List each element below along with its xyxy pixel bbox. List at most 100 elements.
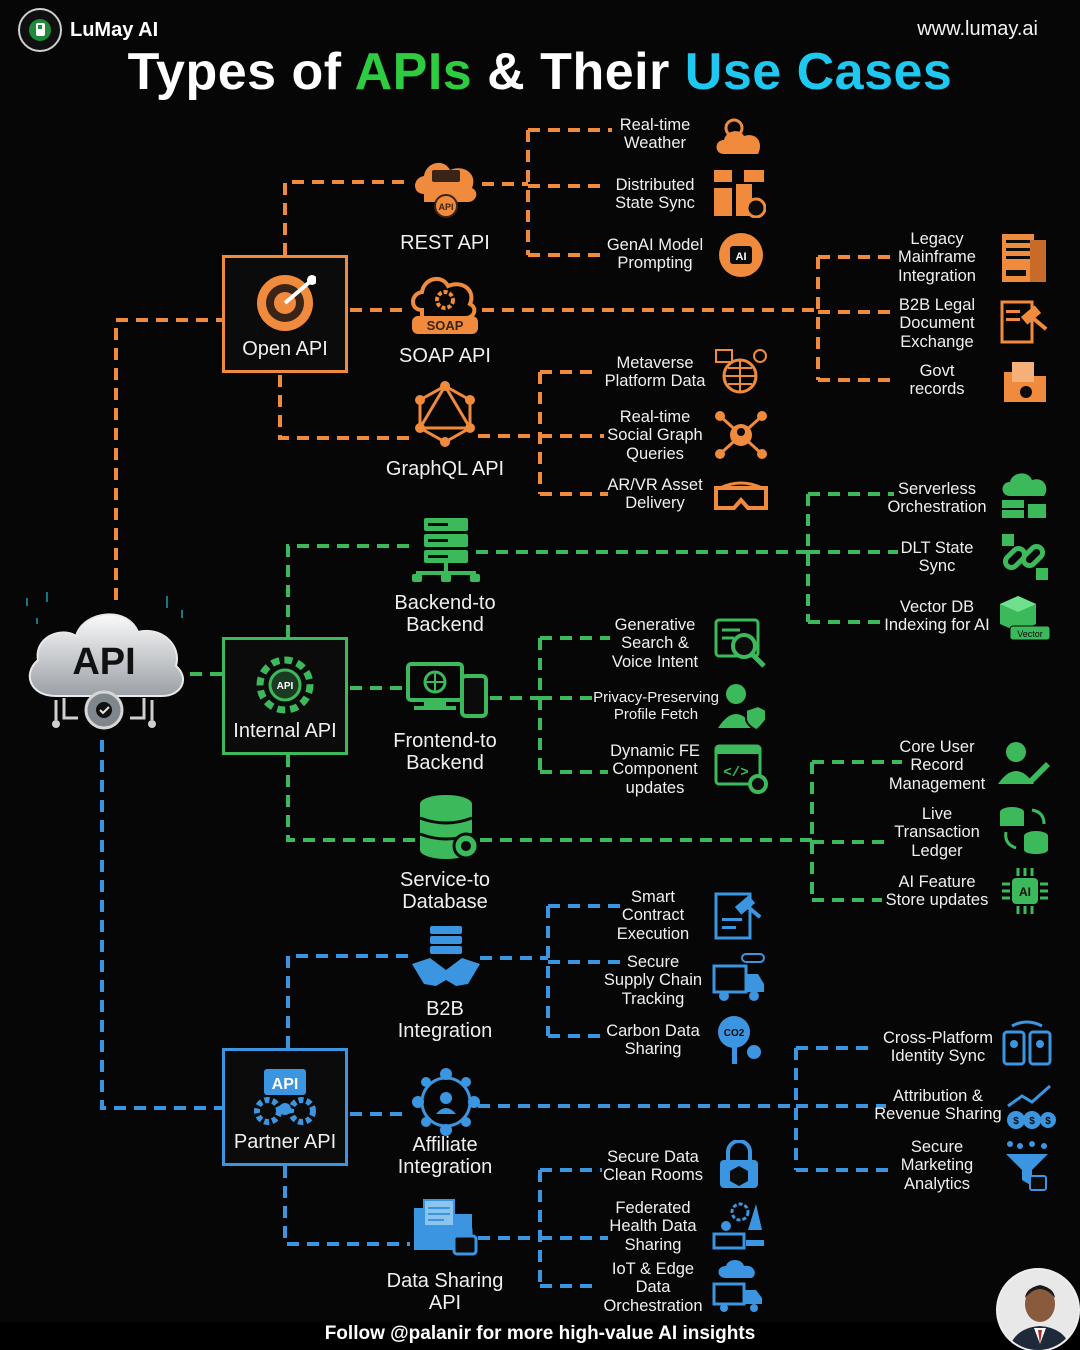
use-case-vector-db-indexing: Vector DB Indexing for AI [884, 598, 990, 635]
dashboard-icon [714, 168, 767, 223]
devices-icon [406, 660, 490, 725]
server-rack-icon [412, 516, 480, 587]
b2b-integration-label: B2B Integration [397, 998, 493, 1043]
title-part-1: Types of [127, 43, 355, 101]
mainframe-icon [1000, 232, 1048, 289]
frontend-to-backend-label: Frontend-to Backend [393, 730, 497, 775]
truck-chain-icon [712, 952, 768, 1007]
title-part-4: Use Cases [684, 43, 953, 101]
backend-to-backend-label: Backend-to Backend [394, 592, 496, 637]
use-case-genai-model-prompting: GenAI Model Prompting [606, 236, 704, 273]
api-cloud-icon: API [410, 154, 482, 225]
api-gear-icon: API [256, 656, 314, 714]
vr-goggles-icon [712, 480, 770, 521]
affiliate-integration-label: Affiliate Integration [397, 1134, 493, 1179]
database-gear-icon [418, 794, 484, 867]
use-case-govt-records: Govt records [909, 362, 965, 399]
data-sharing-api-label: Data Sharing API [386, 1270, 504, 1315]
code-window-icon: </> [714, 744, 768, 799]
globe-screen-icon [714, 348, 768, 401]
rest-api-label: REST API [400, 232, 490, 254]
use-case-ar-vr-asset-delivery: AR/VR Asset Delivery [607, 476, 703, 513]
website-link[interactable]: www.lumay.ai [917, 18, 1038, 40]
iot-truck-icon [712, 1260, 766, 1317]
health-lab-icon [712, 1200, 766, 1257]
user-edit-icon [998, 740, 1050, 793]
svg-text:$: $ [1045, 1116, 1051, 1127]
svg-text:$: $ [1029, 1116, 1035, 1127]
target-dart-icon [257, 275, 316, 331]
use-case-ai-feature-store: AI Feature Store updates [885, 873, 989, 910]
cloud-sun-icon [714, 114, 766, 163]
internal-api-hub[interactable]: API Internal API [222, 637, 348, 755]
partner-api-hub[interactable]: API Partner API [222, 1048, 348, 1166]
use-case-dlt-state-sync: DLT State Sync [900, 539, 974, 576]
network-people-icon [412, 1068, 480, 1141]
svg-text:$: $ [1013, 1116, 1019, 1127]
root-api-label: API [72, 641, 135, 683]
cloud-server-icon [998, 470, 1050, 527]
use-case-generative-search: Generative Search & Voice Intent [611, 616, 699, 671]
lock-box-icon [718, 1139, 760, 1195]
use-case-identity-sync: Cross-Platform Identity Sync [882, 1029, 993, 1066]
use-case-dynamic-fe-updates: Dynamic FE Component updates [610, 742, 700, 797]
ai-brain-icon: AI [716, 230, 766, 285]
gavel-document-icon [1000, 296, 1050, 351]
svg-text:API: API [272, 1076, 299, 1093]
cloud-gear-icon: SOAP [408, 270, 482, 339]
revenue-chart-icon: $ $ $ [1006, 1082, 1056, 1135]
open-api-label: Open API [242, 338, 328, 360]
use-case-federated-health-data: Federated Health Data Sharing [609, 1199, 697, 1254]
use-case-serverless-orchestration: Serverless Orchestration [887, 480, 987, 517]
partner-api-label: Partner API [233, 1131, 337, 1153]
handshake-icon [410, 924, 482, 997]
title-part-2: APIs [354, 43, 473, 101]
use-case-carbon-data-sharing: Carbon Data Sharing [606, 1022, 700, 1059]
svg-text:API: API [277, 681, 294, 692]
vector-badge: Vector [1017, 629, 1043, 639]
identity-sync-icon [1002, 1020, 1052, 1073]
svg-text:CO2: CO2 [724, 1028, 745, 1039]
service-to-database-label: Service-to Database [399, 869, 491, 914]
document-folder-icon [1002, 360, 1048, 409]
graphql-icon [412, 380, 478, 453]
co2-tree-icon: CO2 [712, 1014, 764, 1071]
use-case-real-time-weather: Real-time Weather [619, 116, 691, 153]
use-case-iot-edge-orchestration: IoT & Edge Data Orchestration [603, 1260, 703, 1315]
use-case-distributed-state-sync: Distributed State Sync [615, 176, 695, 213]
internal-api-label: Internal API [233, 720, 337, 742]
avatar [996, 1268, 1080, 1350]
ai-chip-icon: AI [1000, 866, 1050, 921]
title-part-3: & Their [472, 43, 685, 101]
folder-lock-icon [410, 1196, 482, 1267]
page-title: Types of APIs & Their Use Cases [0, 42, 1080, 102]
svg-text:AI: AI [1019, 885, 1031, 899]
use-case-clean-rooms: Secure Data Clean Rooms [603, 1148, 703, 1185]
use-case-social-graph-queries: Real-time Social Graph Queries [607, 408, 703, 463]
api-cloud-gear-icon: API [16, 588, 192, 748]
brand-logo-icon [18, 8, 62, 52]
svg-text:</>: </> [723, 765, 748, 781]
use-case-smart-contract: Smart Contract Execution [616, 888, 690, 943]
svg-text:API: API [438, 202, 453, 212]
vector-cube-icon: Vector [998, 594, 1052, 647]
use-case-marketing-analytics: Secure Marketing Analytics [900, 1138, 974, 1193]
use-case-metaverse-platform-data: Metaverse Platform Data [604, 354, 706, 391]
contract-gavel-icon [712, 890, 764, 949]
use-case-core-user-record: Core User Record Management [888, 738, 986, 793]
brand: LuMay AI [18, 8, 158, 52]
footer-follow-text: Follow @palanir for more high-value AI i… [0, 1322, 1080, 1350]
soap-api-label: SOAP API [399, 345, 491, 367]
database-sync-icon [998, 804, 1050, 859]
funnel-lock-icon [1004, 1140, 1050, 1197]
use-case-live-transaction-ledger: Live Transaction Ledger [894, 805, 980, 860]
use-case-legacy-mainframe: Legacy Mainframe Integration [898, 230, 976, 285]
use-case-revenue-sharing: Attribution & Revenue Sharing [874, 1087, 1002, 1124]
search-screen-icon [714, 618, 768, 675]
use-case-b2b-legal-document: B2B Legal Document Exchange [898, 296, 976, 351]
svg-text:AI: AI [736, 251, 747, 263]
open-api-hub[interactable]: Open API [222, 255, 348, 373]
use-case-supply-chain-tracking: Secure Supply Chain Tracking [603, 953, 703, 1008]
soap-badge: SOAP [427, 318, 464, 333]
